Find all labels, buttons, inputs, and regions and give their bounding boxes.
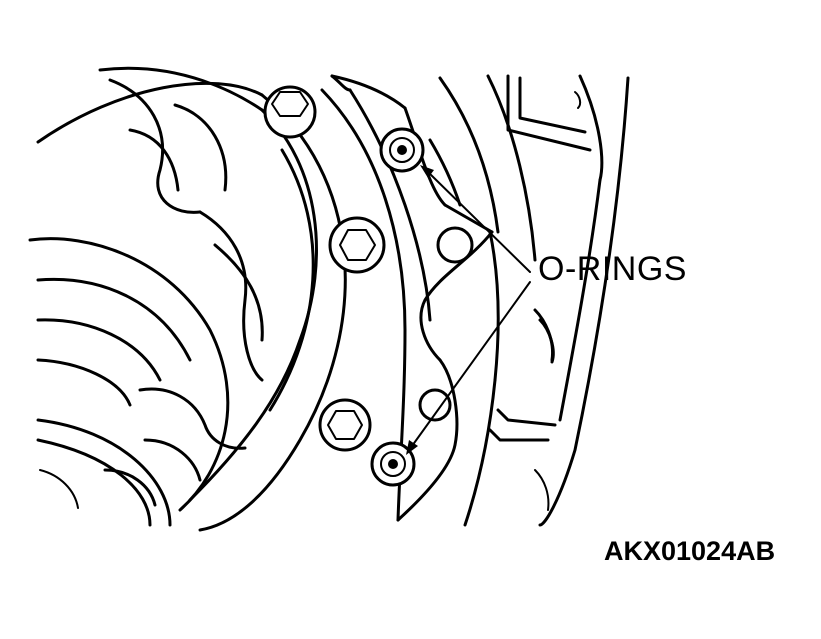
o-rings-label: O-RINGS (538, 250, 687, 288)
pump-gear-wheel (28, 66, 347, 532)
right-casing (438, 74, 630, 527)
bolt-head-top (263, 85, 317, 139)
bolt-head-middle (328, 216, 386, 274)
callout-leader-upper (420, 165, 531, 273)
callout-leader-lower (406, 281, 531, 455)
o-ring-lower (370, 441, 416, 487)
o-ring-upper (379, 127, 425, 173)
dowel-hole-upper (436, 226, 474, 264)
dowel-hole-lower (418, 388, 452, 422)
bolt-head-lower (318, 398, 372, 452)
figure-code-label: AKX01024AB (604, 536, 776, 566)
